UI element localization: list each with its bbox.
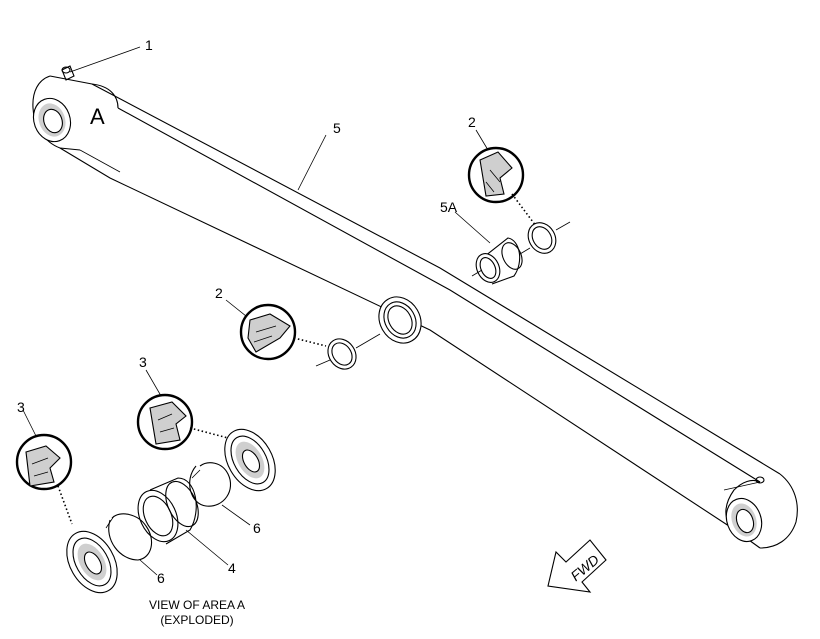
- callout-link-body: 5: [333, 120, 341, 136]
- callout-bearing: 4: [228, 560, 236, 576]
- bearing-middle: [378, 296, 422, 344]
- leader-lines: [22, 46, 495, 576]
- seal-detail-upper: [467, 146, 525, 204]
- callout-ring-left: 6: [157, 570, 165, 586]
- callout-labels: 1 A 5 2 5A 2 3 3 6 4 6: [17, 37, 476, 586]
- callout-pin: 1: [145, 37, 153, 53]
- area-label: A: [90, 104, 105, 129]
- callout-seal-upper: 2: [468, 114, 476, 130]
- seal-detail-middle: [239, 303, 297, 361]
- view-caption: VIEW OF AREA A (EXPLODED): [149, 598, 245, 627]
- sleeve-5a: [475, 237, 523, 285]
- bearing-left-lower: [66, 530, 118, 594]
- ring-upper: [527, 222, 557, 254]
- link-body: [32, 75, 798, 549]
- callout-seal-left-upper: 3: [139, 354, 147, 370]
- callout-seal-middle: 2: [215, 285, 223, 301]
- callout-ring-right: 6: [253, 520, 261, 536]
- bearing-left-upper: [224, 428, 276, 492]
- seal-detail-left-lower: [15, 433, 73, 491]
- view-caption-line1: VIEW OF AREA A: [149, 598, 245, 612]
- callout-seal-left-lower: 3: [17, 399, 25, 415]
- ring-left: [105, 513, 153, 561]
- seal-detail-left-upper: [136, 393, 194, 451]
- view-caption-line2: (EXPLODED): [160, 613, 233, 627]
- fwd-arrow-icon: FWD: [547, 539, 607, 593]
- callout-sleeve: 5A: [440, 199, 458, 215]
- bearing-part-4: [137, 477, 199, 545]
- ring-middle: [327, 338, 357, 370]
- pin-part: [61, 65, 75, 81]
